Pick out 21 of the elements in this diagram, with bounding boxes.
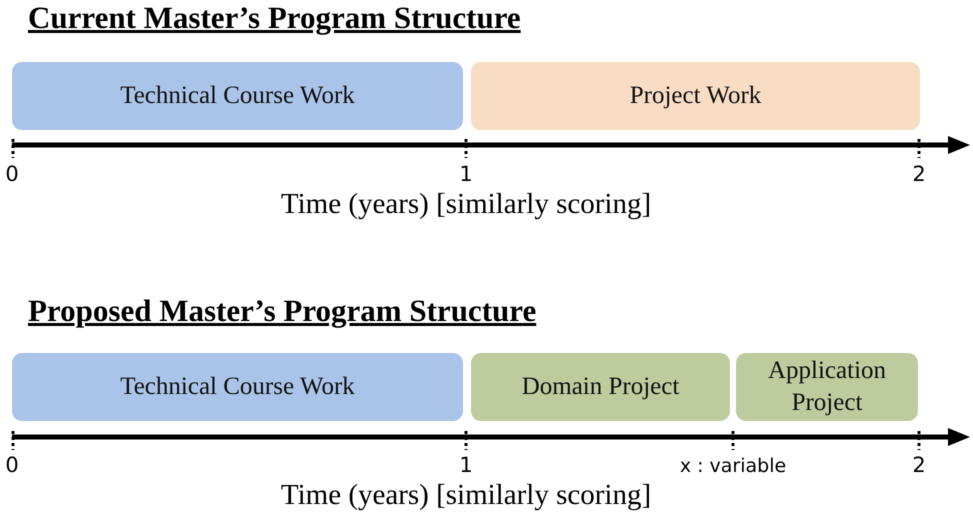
timeline-phase-bar xyxy=(471,62,920,130)
timeline-phase-bar xyxy=(12,62,463,130)
axis-title: Time (years) [similarly scoring] xyxy=(280,188,652,221)
tick-label: 2 xyxy=(912,453,926,477)
axis-title: Time (years) [similarly scoring] xyxy=(280,479,652,512)
tick-label: 0 xyxy=(5,162,19,186)
section-heading: Proposed Master’s Program Structure xyxy=(28,293,536,329)
tick-label: 0 xyxy=(5,453,19,477)
tick-label: 2 xyxy=(912,162,926,186)
phase-label: Application Project xyxy=(766,356,888,418)
phase-label: Project Work xyxy=(630,80,762,111)
phase-label: Technical Course Work xyxy=(120,80,355,111)
tick-label: 1 xyxy=(459,453,473,477)
timeline-phase-bar xyxy=(736,353,918,421)
timeline-phase-bar xyxy=(12,353,463,421)
section-heading: Current Master’s Program Structure xyxy=(28,0,521,36)
tick-label: 1 xyxy=(459,162,473,186)
timeline-phase-bar xyxy=(471,353,730,421)
phase-label: Technical Course Work xyxy=(120,372,355,402)
variable-note: x : variable xyxy=(680,455,786,477)
phase-label: Domain Project xyxy=(522,372,680,402)
